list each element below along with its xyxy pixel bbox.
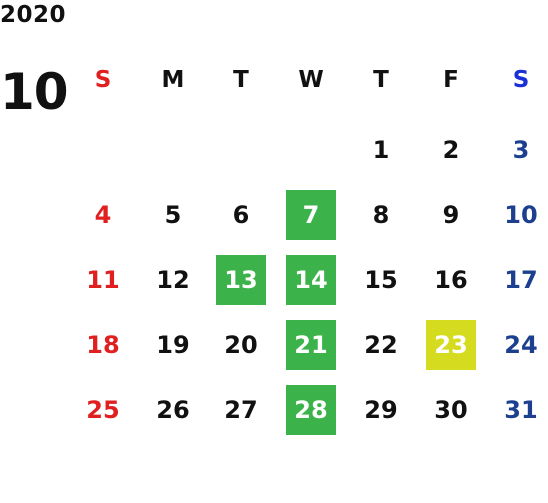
- day-cell[interactable]: 31: [504, 396, 538, 424]
- day-cell[interactable]: 10: [504, 201, 538, 229]
- day-cell[interactable]: 29: [364, 396, 398, 424]
- day-cell[interactable]: 3: [512, 136, 530, 164]
- weekday-header: T: [373, 67, 389, 93]
- day-cell[interactable]: 2: [442, 136, 460, 164]
- day-cell[interactable]: 13: [216, 255, 266, 305]
- weekday-header: W: [298, 67, 324, 93]
- day-cell[interactable]: 28: [286, 385, 336, 435]
- day-cell[interactable]: 22: [364, 331, 398, 359]
- day-cell[interactable]: 12: [156, 266, 190, 294]
- day-cell[interactable]: 9: [442, 201, 460, 229]
- day-cell[interactable]: 19: [156, 331, 190, 359]
- day-cell[interactable]: 26: [156, 396, 190, 424]
- day-cell[interactable]: 23: [426, 320, 476, 370]
- day-cell[interactable]: 27: [224, 396, 258, 424]
- day-cell[interactable]: 20: [224, 331, 258, 359]
- day-cell[interactable]: 5: [164, 201, 182, 229]
- day-cell[interactable]: 18: [86, 331, 120, 359]
- weekday-header: T: [233, 67, 249, 93]
- day-cell[interactable]: 14: [286, 255, 336, 305]
- month-label: 10: [0, 63, 69, 121]
- day-cell[interactable]: 1: [372, 136, 390, 164]
- weekday-header: F: [443, 67, 459, 93]
- day-cell[interactable]: 4: [94, 201, 112, 229]
- day-cell[interactable]: 17: [504, 266, 538, 294]
- day-cell[interactable]: 16: [434, 266, 468, 294]
- weekday-header: S: [94, 67, 112, 93]
- year-label: 2020: [0, 2, 67, 28]
- day-cell[interactable]: 6: [232, 201, 250, 229]
- day-cell[interactable]: 8: [372, 201, 390, 229]
- day-cell[interactable]: 24: [504, 331, 538, 359]
- day-cell[interactable]: 11: [86, 266, 120, 294]
- day-cell[interactable]: 15: [364, 266, 398, 294]
- day-cell[interactable]: 21: [286, 320, 336, 370]
- day-cell[interactable]: 30: [434, 396, 468, 424]
- day-cell[interactable]: 7: [286, 190, 336, 240]
- weekday-header: S: [512, 67, 530, 93]
- day-cell[interactable]: 25: [86, 396, 120, 424]
- weekday-header: M: [161, 67, 185, 93]
